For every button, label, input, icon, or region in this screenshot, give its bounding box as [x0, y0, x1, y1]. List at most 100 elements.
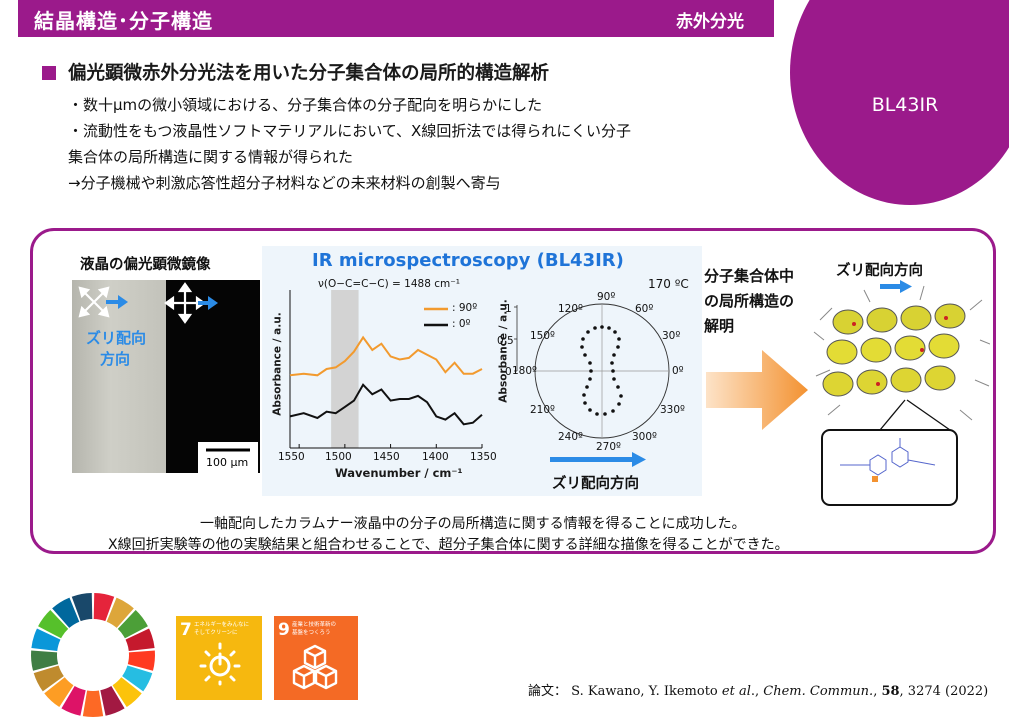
polar-angle-180: 180º [512, 365, 537, 377]
shear-direction-arrow-icon [550, 452, 646, 467]
column-row-2 [826, 333, 960, 365]
cubes-icon [292, 644, 338, 690]
microscope-image-dark [166, 280, 260, 473]
citation: 論文： S. Kawano, Y. Ikemoto et al., Chem. … [528, 680, 988, 699]
citation-pages: , 3274 (2022) [899, 684, 989, 699]
sdg-9-text-1: 産業と技術革新の [292, 622, 337, 628]
citation-etal: et al [721, 684, 751, 699]
citation-volume: 58 [881, 684, 900, 699]
mid-text-3: 解明 [704, 317, 735, 335]
polar-data-points [580, 325, 623, 416]
sdg-wheel-segment [125, 628, 155, 651]
shear-arrow-icon-right [198, 296, 218, 310]
microscope-image-shear [72, 280, 168, 473]
shear-label-2: 方向 [100, 350, 131, 368]
temperature-label: 170 ºC [648, 277, 689, 291]
microscope-caption: 液晶の偏光顕微鏡像 [80, 257, 211, 273]
sdg-9-text-2: 基盤をつくろう [292, 630, 331, 636]
footer-line-1: 一軸配向したカラムナー液晶中の分子の局所構造に関する情報を得ることに成功した。 [200, 516, 746, 532]
sdg-wheel-segment [71, 593, 93, 622]
polar-angle-30: 30º [662, 330, 681, 342]
molecular-model-illustration [813, 280, 990, 506]
citation-authors: S. Kawano, Y. Ikemoto [571, 684, 722, 699]
bullet-line-4: →分子機械や刺激応答性超分子材料などの未来材料の創製へ寄与 [68, 174, 501, 192]
polar-angle-150: 150º [530, 330, 555, 342]
shear-arrow-icon-left [106, 295, 128, 309]
headline: 偏光顕微赤外分光法を用いた分子集合体の局所的構造解析 [68, 63, 550, 84]
polar-angle-60: 60º [635, 303, 654, 315]
mid-text-2: の局所構造の [704, 292, 795, 310]
sdg-wheel-segment [117, 610, 148, 639]
xtick-1350: 1350 [470, 451, 497, 463]
scale-bar-label: 100 μm [206, 456, 249, 469]
sdg-7-text-1: エネルギーをみんなに [194, 622, 250, 628]
polar-angle-240: 240º [558, 431, 583, 443]
polar-angle-90: 90º [597, 291, 616, 303]
section-title: 結晶構造･分子構造 [34, 9, 213, 33]
sdg-wheel-segment [52, 597, 80, 628]
sdg-7-number: 7 [180, 620, 192, 640]
highlight-band [331, 290, 359, 448]
bullet-line-1: ・数十μmの微小領域における、分子集合体の分子配向を明らかにした [68, 96, 543, 114]
polar-angle-0: 0º [672, 365, 684, 377]
ir-title: IR microspectroscopy (BL43IR) [312, 250, 624, 271]
sdg-wheel-segment [122, 665, 153, 692]
headline-bullet-icon [42, 66, 56, 80]
polar-rtick-0: 0 [505, 366, 512, 378]
sdg-wheel-segment [44, 677, 74, 708]
legend-0-label: : 0º [452, 318, 471, 330]
series-90-line [289, 335, 483, 377]
sdg-7-text-2: そしてクリーンに [194, 630, 238, 636]
legend-90-label: : 90º [452, 302, 478, 314]
sdg-wheel-segment [61, 685, 86, 716]
shear-direction-label: ズリ配向方向 [552, 476, 639, 492]
polar-rtick-05: 0.5 [497, 335, 514, 347]
ir-spectrum-chart [289, 290, 483, 449]
sdg-wheel-segment [82, 690, 104, 717]
citation-sep-2: , [873, 684, 882, 699]
sdg-wheel-segment [106, 597, 134, 628]
polar-angle-210: 210º [530, 404, 555, 416]
polar-angle-120: 120º [558, 303, 583, 315]
nu-label: ν(O−C=C−C) = 1488 cm⁻¹ [318, 278, 460, 290]
column-row-1 [832, 303, 966, 335]
scale-bar-box [198, 442, 258, 474]
sdg-wheel-segment [100, 685, 125, 716]
citation-sep: ., [750, 684, 764, 699]
microscope-overlay-icons [78, 282, 258, 474]
cross-polarizer-icon [164, 282, 206, 324]
xtick-1550: 1550 [278, 451, 305, 463]
column-row-3 [822, 365, 956, 397]
big-right-arrow-icon [706, 350, 808, 430]
molecule-structure-inset [821, 429, 958, 506]
shear-label-1: ズリ配向 [86, 329, 147, 347]
xtick-1450: 1450 [373, 451, 400, 463]
footer-line-2: X線回折実験等の他の実験結果と組合わせることで、超分子集合体に関する詳細な描像を… [108, 537, 789, 553]
sdg-wheel-segment [38, 610, 69, 639]
sdg-9-number: 9 [278, 620, 290, 640]
bullet-line-3: 集合体の局所構造に関する情報が得られた [68, 148, 354, 166]
bullet-line-2: ・流動性をもつ液晶性ソフトマテリアルにおいて、X線回折法では得られにくい分子 [68, 122, 632, 140]
power-sun-icon [199, 642, 241, 686]
sdg-wheel-segment [31, 650, 59, 671]
polar-angle-300: 300º [632, 431, 657, 443]
header-bar [18, 0, 774, 37]
spectrum-xlabel: Wavenumber / cm⁻¹ [335, 466, 463, 480]
category-tag: 赤外分光 [676, 12, 744, 32]
mid-text-1: 分子集合体中 [704, 267, 795, 285]
polar-rtick-1: 1 [505, 303, 512, 315]
citation-journal: Chem. Commun. [763, 684, 874, 699]
sdg-wheel-segment [93, 593, 115, 622]
beamline-label: BL43IR [871, 94, 939, 116]
spectrum-ylabel: Absorbance / a.u. [271, 312, 284, 416]
xtick-1400: 1400 [422, 451, 449, 463]
sdg-wheel-segment [112, 677, 142, 708]
polar-angle-330: 330º [660, 404, 685, 416]
citation-prefix: 論文： [528, 684, 568, 699]
polar-plot [514, 303, 670, 439]
diagonal-polarizer-icon [78, 286, 110, 318]
model-caption: ズリ配向方向 [836, 263, 923, 279]
sdg-wheel-segment [33, 665, 64, 692]
sdg-wheel-segment [127, 650, 155, 671]
series-0-line [289, 383, 483, 426]
